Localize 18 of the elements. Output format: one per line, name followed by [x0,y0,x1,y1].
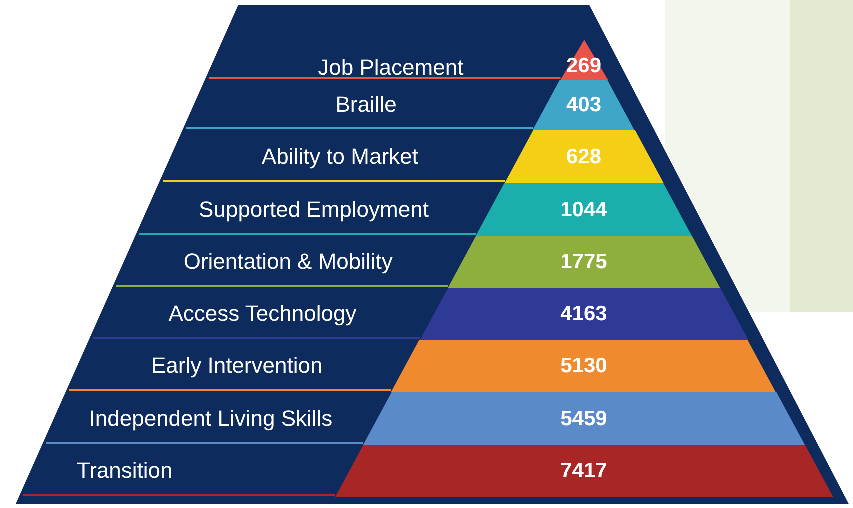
tier-value: 403 [566,94,602,116]
tier-value: 5130 [560,356,608,376]
tier-label: Early Intervention [152,355,323,377]
tier-value: 1044 [560,199,608,220]
tier-label: Transition [76,460,173,482]
tier-value: 1775 [560,252,608,272]
tier-label: Braille [336,94,397,116]
tier-value: 4163 [560,304,608,324]
tier-label: Independent Living Skills [89,408,333,430]
tier-label: Orientation & Mobility [184,251,393,273]
tier-value: 5459 [560,408,608,429]
tier-label: Ability to Market [262,146,418,168]
tier-label: Access Technology [168,303,357,325]
tier-value: 269 [566,56,602,76]
tier-label: Job Placement [318,57,464,79]
tier-label: Supported Employment [199,198,429,220]
tier-value: 628 [566,146,602,167]
tier-value: 7417 [560,460,608,482]
